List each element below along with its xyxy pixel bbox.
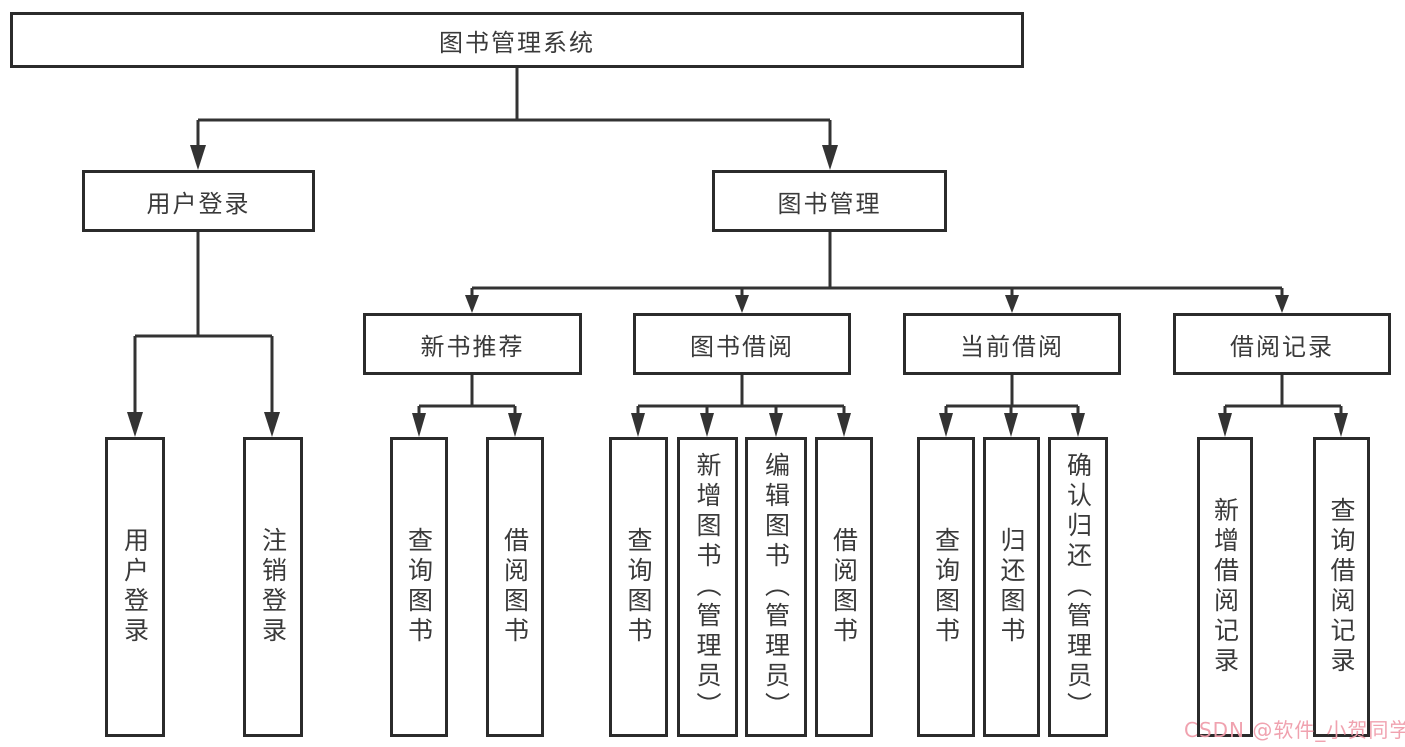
node-book-borrowing: 图书借阅 xyxy=(633,313,851,375)
node-library-management-system: 图书管理系统 xyxy=(10,12,1024,68)
node-query-books-recommend: 查询图书 xyxy=(390,437,448,737)
node-confirm-return-admin: 确认归还（管理员） xyxy=(1048,437,1108,737)
node-borrow-books-recommend: 借阅图书 xyxy=(486,437,544,737)
node-book-management-module: 图书管理 xyxy=(712,170,947,232)
node-return-books: 归还图书 xyxy=(983,437,1040,737)
node-new-book-recommendation: 新书推荐 xyxy=(363,313,582,375)
node-add-borrow-record: 新增借阅记录 xyxy=(1197,437,1253,737)
node-logout: 注销登录 xyxy=(243,437,303,737)
node-query-books-borrowing: 查询图书 xyxy=(609,437,668,737)
node-borrowing-records: 借阅记录 xyxy=(1173,313,1391,375)
arrowheads xyxy=(127,145,1348,437)
node-user-login-module: 用户登录 xyxy=(82,170,315,232)
node-user-login: 用户登录 xyxy=(105,437,165,737)
node-borrow-books: 借阅图书 xyxy=(815,437,873,737)
csdn-watermark: CSDN @软件_小贺同学 xyxy=(1184,718,1405,742)
node-current-borrowing: 当前借阅 xyxy=(903,313,1121,375)
node-query-borrow-record: 查询借阅记录 xyxy=(1313,437,1370,737)
node-add-books-admin: 新增图书（管理员） xyxy=(677,437,738,737)
node-query-books-current: 查询图书 xyxy=(917,437,975,737)
node-edit-books-admin: 编辑图书（管理员） xyxy=(745,437,807,737)
